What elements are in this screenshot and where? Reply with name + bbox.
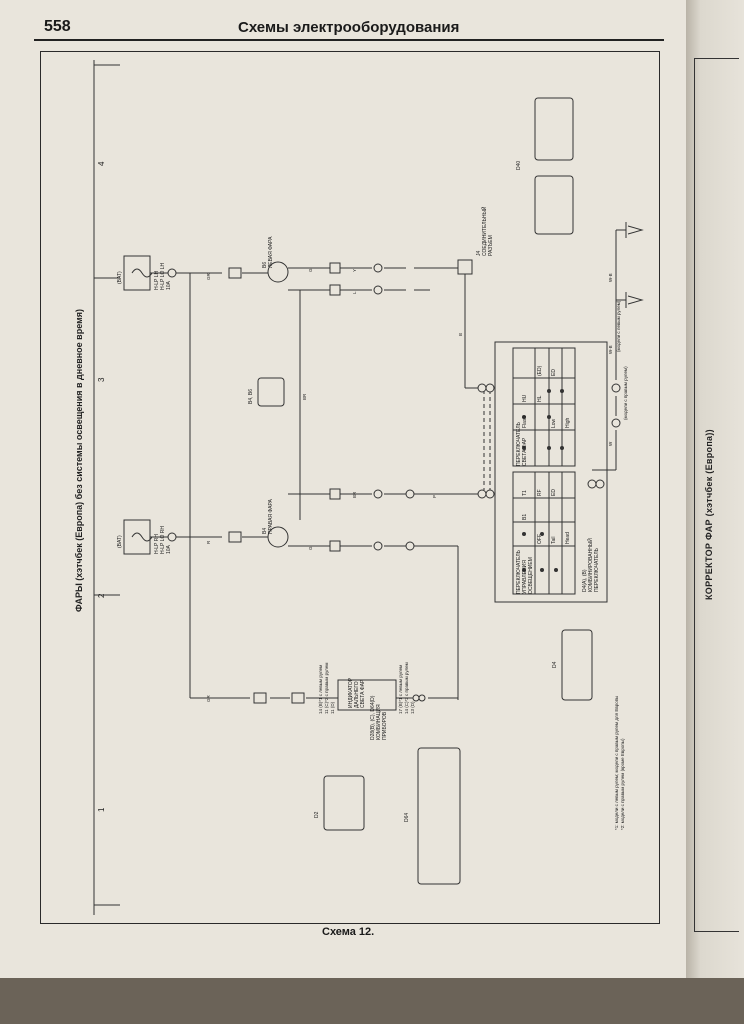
fuse-rh <box>123 519 151 555</box>
next-page-frame <box>694 58 739 932</box>
indicator-name-4: КОМБИНАЦИЯ <box>376 704 382 740</box>
headlamp-left <box>267 261 289 283</box>
wire-b: B <box>458 333 463 336</box>
connector-d4 <box>561 629 593 701</box>
header-rule <box>34 39 664 41</box>
wire-gr-bottom: GR <box>206 694 211 702</box>
fuse-lh-label-1: H-LP LH <box>154 271 160 290</box>
wire-g-bottom: G <box>308 546 313 550</box>
fuse-lh-label-2: H-LP LO LH <box>160 262 166 290</box>
light-switch-row-tail: Tail <box>551 536 557 544</box>
combo-switch-code: D4(A), (B) <box>582 569 588 592</box>
footnote-2: *2: модели с правым рулем (кроме Европы) <box>620 738 625 830</box>
connector-d40 <box>534 175 574 235</box>
grid-number-1: 1 <box>97 807 106 812</box>
connector-d4-label: D4 <box>552 661 558 668</box>
combo-switch-name-1: КОМБИНИРОВАННЫЙ <box>586 538 594 592</box>
footnote-1: *1: модели с левым рулем; модели с правы… <box>614 696 619 830</box>
combo-switch-name-2: ПЕРЕКЛЮЧАТЕЛЬ <box>594 547 600 592</box>
dimmer-switch-title-2: СВЕТА ФАР <box>522 437 528 466</box>
next-page-edge <box>686 0 744 978</box>
dimmer-switch-title-1: ПЕРЕКЛЮЧАТЕЛЬ <box>516 421 522 466</box>
light-switch-title-1: ПЕРЕКЛЮЧАТЕЛЬ <box>516 549 522 594</box>
grid-number-2: 2 <box>97 593 106 598</box>
connector-b4-b6-label: B4, B6 <box>248 389 254 404</box>
fuse-lh-label-3: 10A <box>166 280 172 290</box>
grid-number-4: 4 <box>97 161 106 166</box>
fuse-rh-label-2: H-LP LO RH <box>160 526 166 554</box>
headlamp-right-code: B4 <box>262 528 268 534</box>
grid-number-3: 3 <box>97 377 106 382</box>
light-switch-title-2: УПРАВЛЕНИЯ <box>522 560 528 594</box>
dimmer-switch-col-hl: HL <box>537 395 543 402</box>
fuse-rh-label-3: 10A <box>166 544 172 554</box>
indicator-pin-left-3: 11 (D) <box>330 701 335 714</box>
diagram-frame <box>40 51 660 924</box>
indicator-pin-right-3: 13 (D) <box>410 701 415 714</box>
ground-note-wb-2: W-B <box>608 345 613 354</box>
connector-d40-top <box>534 97 574 161</box>
wire-br-vertical: BR <box>302 393 307 400</box>
dimmer-switch-row-low: Low <box>551 418 557 428</box>
light-switch-table <box>512 471 576 595</box>
indicator-pin-left-2: 11 (С)*2 с правым рулем <box>324 663 329 714</box>
high-beam-indicator <box>337 679 397 711</box>
headlamp-left-code: B6 <box>262 262 268 268</box>
diagram-title: ФАРЫ (хэтчбек (Европа) без системы освещ… <box>74 309 84 612</box>
indicator-pin-right-1: 17 (В)*1 с левым рулем <box>398 665 403 714</box>
connector-j4-name-1: СОЕДИНИТЕЛЬНЫЙ <box>480 206 488 256</box>
connector-d64 <box>417 747 461 885</box>
wire-g-top: G <box>308 268 313 272</box>
dimmer-switch-row-flash: Flash <box>522 416 528 428</box>
connector-j4-code: J4 <box>476 251 482 257</box>
dimmer-switch-row-high: High <box>565 417 571 428</box>
indicator-pin-right-2: 14 (С)*2 с правым рулем <box>404 662 409 714</box>
indicator-code: D28(B), (C), D64(D) <box>370 695 376 740</box>
fuse-rh-bat: (BAT) <box>117 535 123 548</box>
connector-j4 <box>457 259 473 275</box>
indicator-pin-left-1: 14 (В)*1 с левым рулем <box>318 665 323 714</box>
dimmer-switch-col-ed-bracket: (ED) <box>537 365 543 376</box>
ground-note-2: (модели с правым рулем) <box>623 366 628 420</box>
dimmer-switch-col-hu: HU <box>522 394 528 402</box>
connector-d64-label: D64 <box>404 813 410 822</box>
connector-d40-label: D40 <box>516 161 522 170</box>
light-switch-col-ed: ED <box>551 489 557 496</box>
ground-note-wb-1: W-B <box>608 273 613 282</box>
wire-gr-top: GR <box>206 272 211 280</box>
light-switch-row-head: Head <box>565 532 571 544</box>
indicator-name-1: ИНДИКАТОР <box>348 677 354 708</box>
light-switch-col-b1: B1 <box>522 514 528 520</box>
light-switch-col-rf: RF <box>537 489 543 496</box>
fuse-lh-bat: (BAT) <box>117 271 123 284</box>
wire-l: L <box>352 291 357 294</box>
combination-switch-housing <box>494 341 608 603</box>
connector-b4-b6 <box>257 377 285 407</box>
diagram-caption: Схема 12. <box>322 926 375 938</box>
connector-d2-label: D2 <box>314 811 320 818</box>
wire-br: BR <box>352 491 357 498</box>
indicator-name-5: ПРИБОРОВ <box>382 711 388 740</box>
light-switch-row-off: OFF <box>537 534 543 544</box>
indicator-name-2: ДАЛЬНЕГО <box>354 681 360 708</box>
fuse-rh-label-1: H-LP RH <box>154 534 160 554</box>
dimmer-switch-table <box>512 347 576 467</box>
wire-y: Y <box>352 269 357 272</box>
page-number: 558 <box>44 18 71 35</box>
fuse-lh <box>123 255 151 291</box>
wire-r: R <box>206 540 211 544</box>
headlamp-right-name: ПРАВАЯ ФАРА <box>268 499 274 534</box>
connector-d2 <box>323 775 365 831</box>
connector-j4-name-2: РАЗЪЕМ <box>488 235 494 256</box>
wire-w: W <box>608 441 613 446</box>
indicator-name-3: СВЕТА ФАР <box>360 679 366 708</box>
dimmer-switch-col-ed: ED <box>551 369 557 376</box>
light-switch-col-t1: T1 <box>522 490 528 496</box>
light-switch-title-3: ОСВЕЩЕНИЕМ <box>528 557 534 594</box>
ground-note-1: (модели с левым рулем) <box>616 300 621 352</box>
page-title: Схемы электрооборудования <box>238 19 460 36</box>
wire-p: P <box>432 495 437 498</box>
headlamp-left-name: ЛЕВАЯ ФАРА <box>268 236 274 268</box>
